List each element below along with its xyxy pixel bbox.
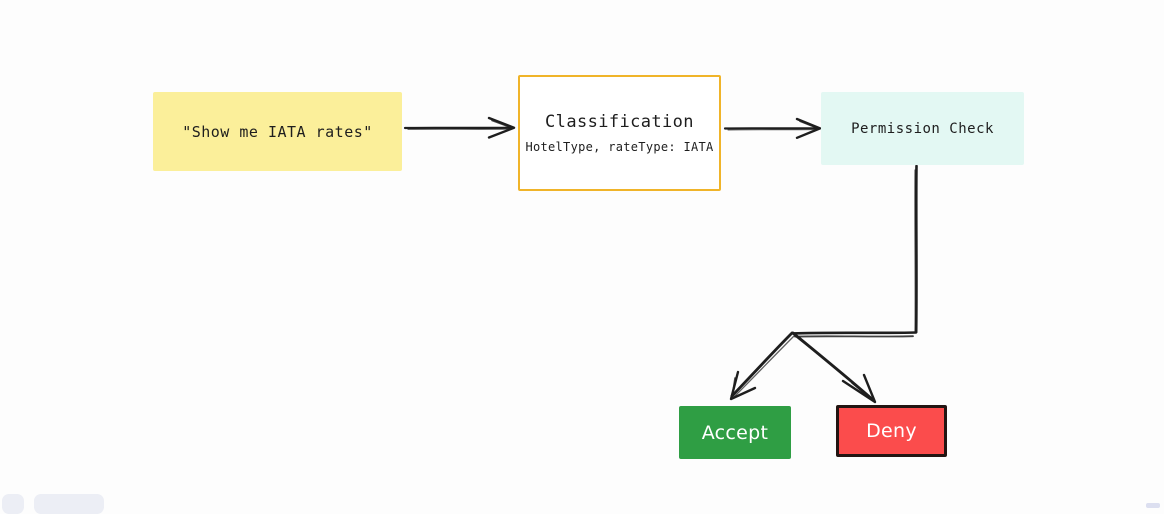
classification-node[interactable]: Classification HotelType, rateType: IATA <box>518 75 721 191</box>
edge-junction-to-deny <box>791 331 877 404</box>
user-query-label: "Show me IATA rates" <box>182 122 373 141</box>
classification-title: Classification <box>545 112 694 132</box>
deny-label: Deny <box>866 420 917 442</box>
accept-node[interactable]: Accept <box>679 406 791 459</box>
permission-check-label: Permission Check <box>851 120 994 137</box>
edge-query-to-classification <box>403 116 516 139</box>
permission-check-node[interactable]: Permission Check <box>821 92 1024 165</box>
accept-label: Accept <box>701 421 769 444</box>
user-query-node[interactable]: "Show me IATA rates" <box>153 92 402 171</box>
classification-subtitle: HotelType, rateType: IATA <box>525 140 714 154</box>
toolbar-group-partial[interactable] <box>34 494 104 514</box>
scroll-indicator-partial <box>1146 503 1160 508</box>
toolbar-button-partial[interactable] <box>2 494 24 514</box>
edge-classification-to-permission <box>723 117 822 139</box>
deny-node[interactable]: Deny <box>836 405 947 457</box>
edge-junction-to-accept <box>729 331 795 401</box>
edge-permission-trunk <box>791 164 918 338</box>
